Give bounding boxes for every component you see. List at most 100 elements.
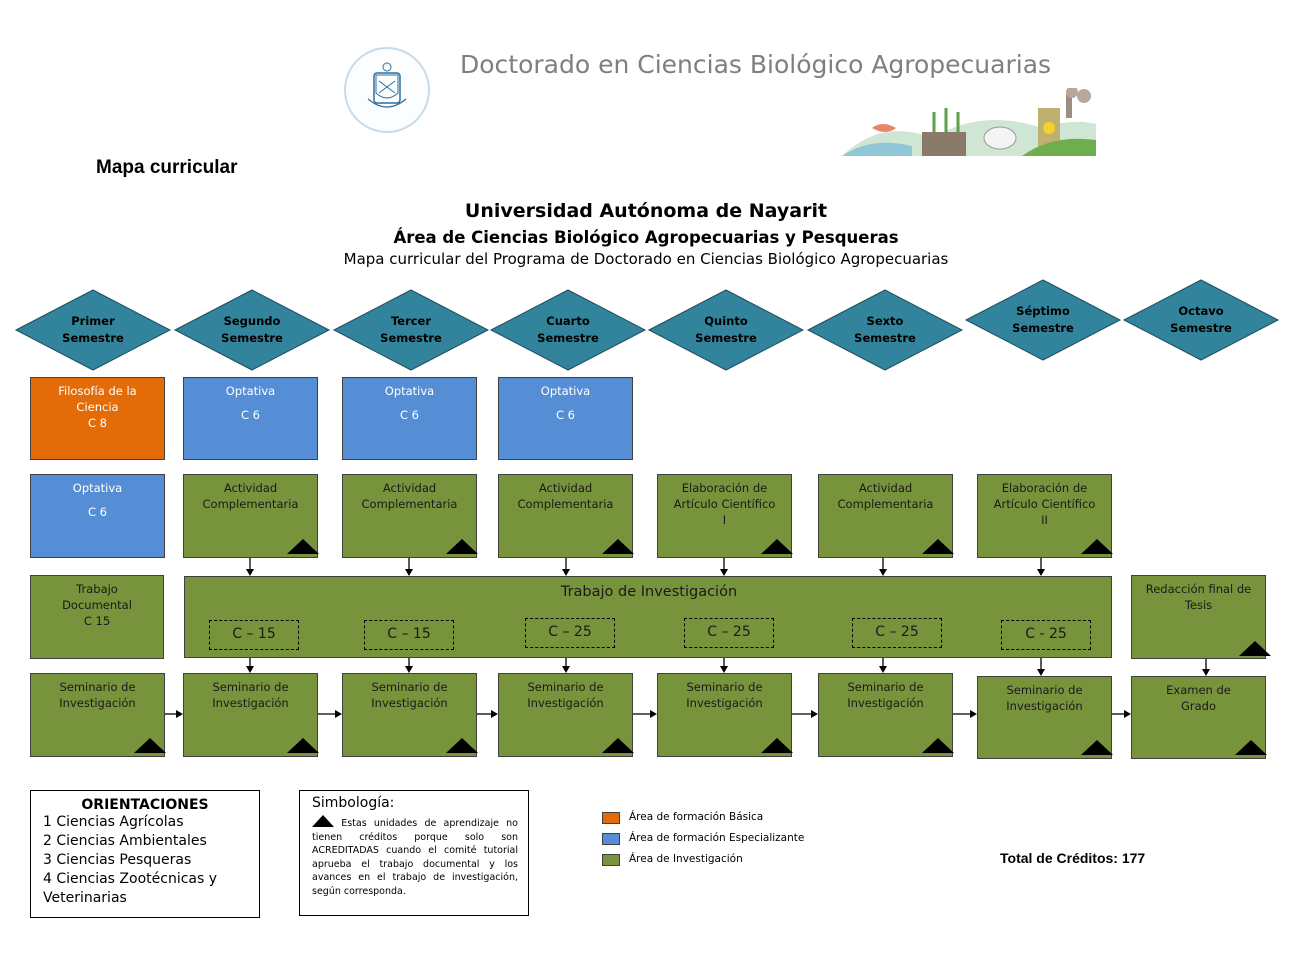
node-label [343, 399, 476, 407]
node-label: Actividad [382, 481, 437, 495]
simbologia-box: Simbología: Estas unidades de aprendizaj… [299, 790, 529, 916]
program-banner: Doctorado en Ciencias Biológico Agropecu… [310, 30, 1096, 156]
arrow-head [720, 666, 728, 673]
agro-landscape-illustration [842, 88, 1096, 156]
course-node[interactable]: Optativa C 6 [30, 474, 165, 558]
arrow-head [879, 569, 887, 576]
course-node[interactable]: Optativa C 6 [498, 377, 633, 460]
semester-diamond [173, 289, 331, 371]
arrow-head [491, 710, 498, 718]
seminario-node[interactable]: Seminario de Investigación [498, 673, 634, 757]
node-label: Optativa [72, 481, 123, 495]
accredited-triangle-icon [134, 738, 166, 753]
arrow-head [246, 666, 254, 673]
map-subtitle: Mapa curricular del Programa de Doctorad… [343, 250, 949, 268]
course-node[interactable]: Optativa C 6 [342, 377, 477, 460]
credit-box: C – 25 [852, 618, 942, 648]
arrow-head [879, 666, 887, 673]
node-label: Optativa [384, 384, 435, 398]
banner-title: Doctorado en Ciencias Biológico Agropecu… [460, 50, 1052, 79]
semester-diamond [806, 289, 964, 371]
semester-diamond [647, 289, 805, 371]
seminario-node[interactable]: Seminario de Investigación [342, 673, 478, 757]
accredited-triangle-icon [287, 539, 319, 554]
node-label: Investigación [371, 696, 448, 710]
accredited-triangle-icon [1081, 740, 1113, 755]
triangle-icon [312, 815, 334, 827]
legend-swatch [602, 854, 620, 866]
node-label: Artículo Científico [993, 497, 1096, 511]
course-node[interactable]: Optativa C 6 [183, 377, 318, 460]
legend-swatch [602, 812, 620, 824]
node-label [184, 399, 317, 407]
arrow-head [176, 710, 183, 718]
node-label: Seminario de [527, 680, 604, 694]
node-label: Seminario de [59, 680, 136, 694]
accredited-triangle-icon [602, 738, 634, 753]
node-label: Investigación [59, 696, 136, 710]
area-title: Área de Ciencias Biológico Agropecuarias… [393, 228, 899, 247]
node-label: Complementaria [202, 497, 299, 511]
accredited-triangle-icon [446, 539, 478, 554]
node-label: Investigación [527, 696, 604, 710]
arrow-head [650, 710, 657, 718]
node-label [499, 399, 632, 407]
redaccion-final-tesis[interactable]: Redacción final de Tesis [1131, 575, 1271, 659]
node-label: Artículo Científico [673, 497, 776, 511]
orientacion-item: 1 Ciencias Agrícolas [43, 814, 184, 830]
node-label: Elaboración de [681, 481, 768, 495]
credit-box: C – 25 [684, 618, 774, 648]
page-label: Mapa curricular [96, 157, 238, 178]
semester-diamond [1122, 279, 1280, 361]
semester-diamond [332, 289, 490, 371]
node-label: Elaboración de [1001, 481, 1088, 495]
node-label: Investigación [847, 696, 924, 710]
node-label: Investigación [686, 696, 763, 710]
credit-box: C – 15 [209, 620, 299, 650]
accredited-triangle-icon [761, 738, 793, 753]
credit-box: C - 25 [1001, 620, 1091, 650]
node-label: Filosofía de la [58, 384, 137, 398]
trabajo-documental[interactable]: Trabajo Documental C 15 [30, 575, 164, 659]
node-label: Ciencia [76, 400, 119, 414]
seminario-node[interactable]: Seminario de Investigación [30, 673, 166, 757]
accredited-triangle-icon [1239, 641, 1271, 656]
credit-box: C – 15 [364, 620, 454, 650]
total-creditos: Total de Créditos: 177 [1000, 850, 1146, 866]
accredited-triangle-icon [922, 738, 954, 753]
accredited-triangle-icon [602, 539, 634, 554]
node-label: C 6 [87, 505, 107, 519]
node-label: Optativa [225, 384, 276, 398]
simbologia-title: Simbología: [312, 795, 395, 811]
node-label: Examen de [1166, 683, 1231, 697]
arrow-head [1037, 569, 1045, 576]
node-label [31, 496, 164, 504]
arrow-head [1037, 669, 1045, 676]
accredited-triangle-icon [761, 539, 793, 554]
node-label: Seminario de [371, 680, 448, 694]
orientacion-item: 4 Ciencias Zootécnicas y [43, 871, 218, 887]
arrow-head [970, 710, 977, 718]
